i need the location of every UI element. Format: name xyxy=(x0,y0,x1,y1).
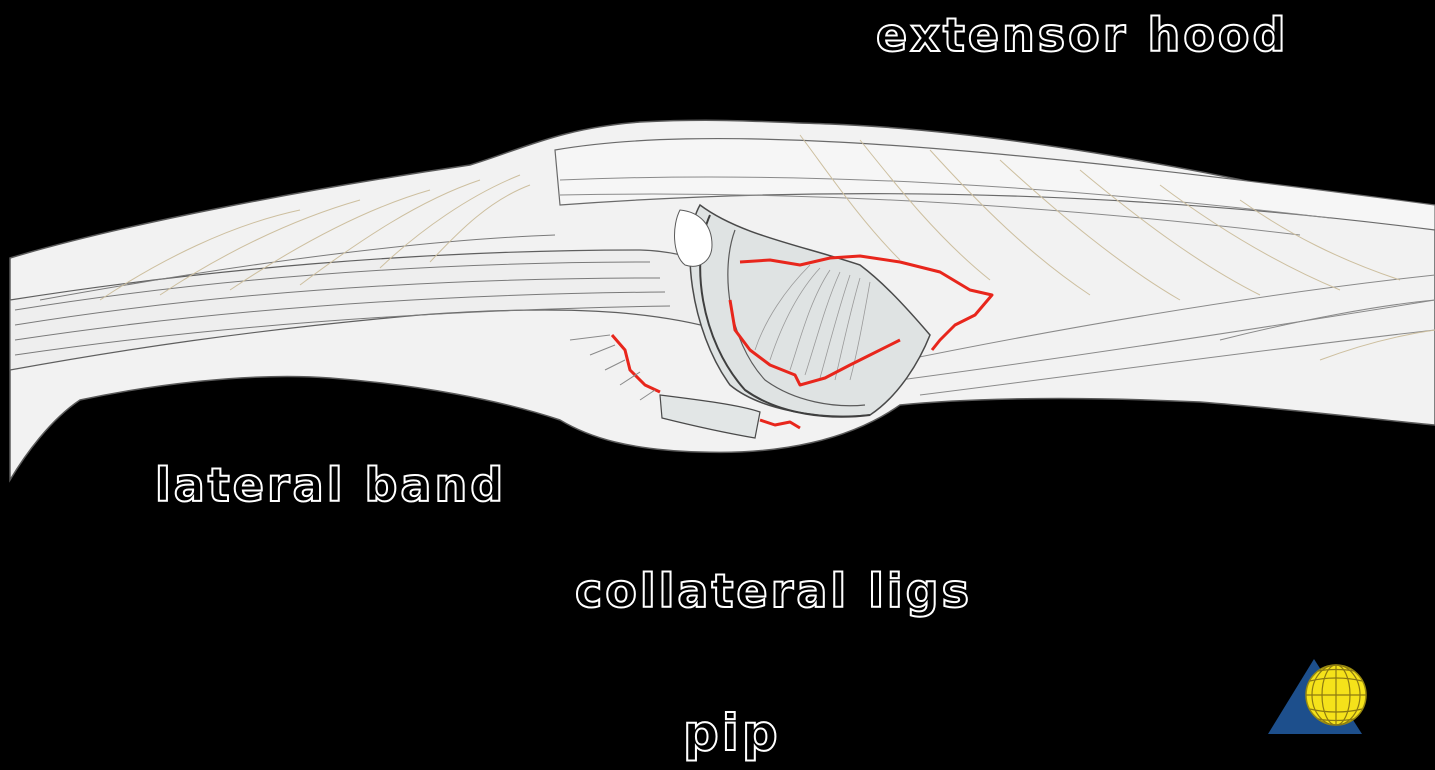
globe-triangle-logo xyxy=(1266,655,1370,737)
label-pip: pip xyxy=(683,708,781,758)
label-extensor-hood: extensor hood xyxy=(876,12,1288,58)
label-lateral-band: lateral band xyxy=(155,462,506,508)
label-collateral-ligs: collateral ligs xyxy=(575,568,972,614)
